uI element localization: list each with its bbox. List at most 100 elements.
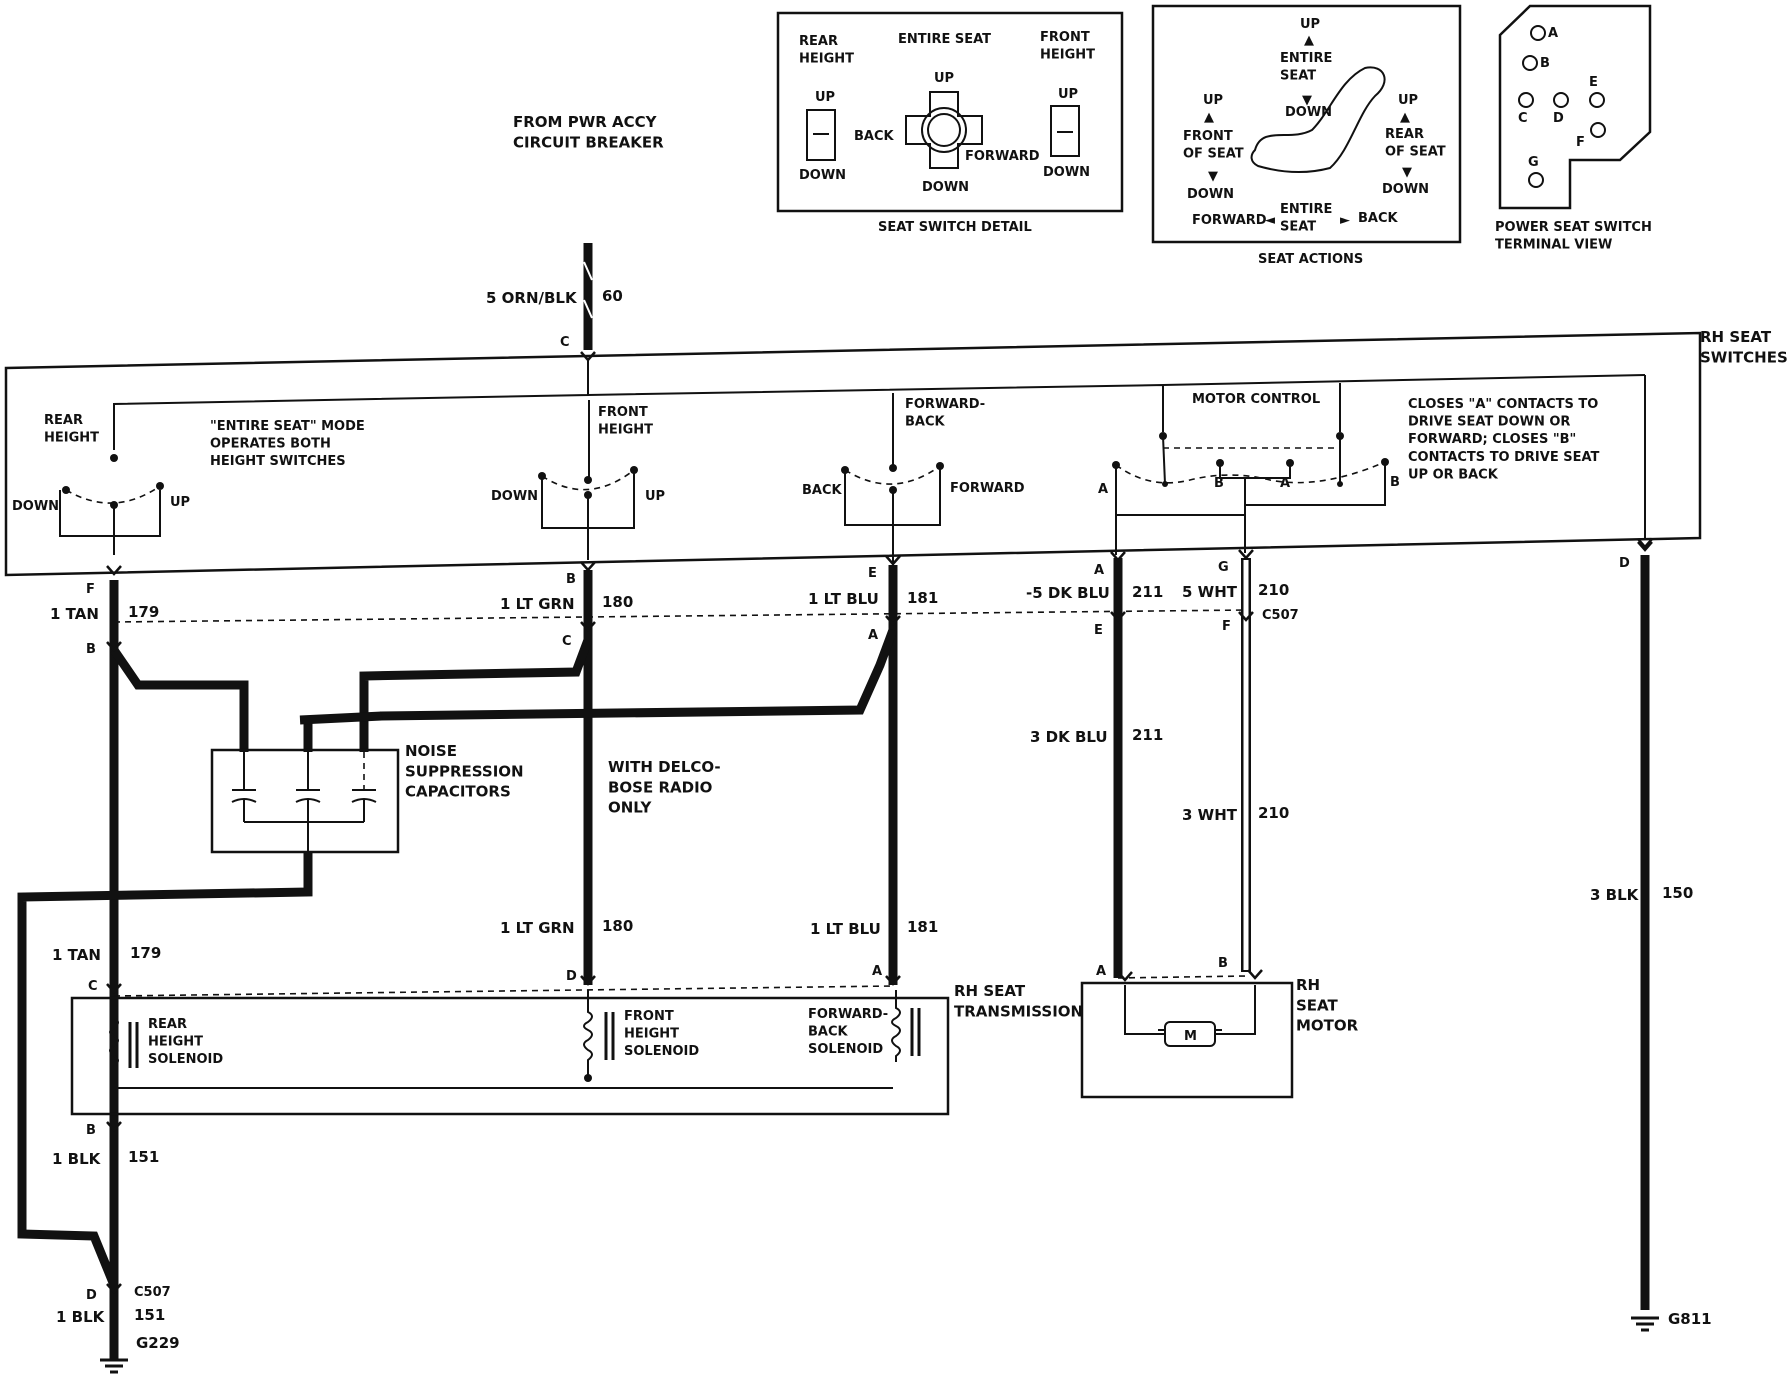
wire-blk-150: D 3 BLK 150 (1590, 555, 1693, 1310)
wire-dkblu-211: A -5 DK BLU 211 E 3 DK BLU 211 (1026, 558, 1163, 978)
connector-arrow-mark (106, 1121, 122, 1132)
connector-arrow-mark (1110, 611, 1126, 622)
sw-contact-b2: B (1390, 475, 1400, 490)
terminal-hole-c (1518, 92, 1534, 108)
sa-front-up: UP (1203, 93, 1223, 108)
connector-arrow-mark (885, 555, 901, 566)
sw-rear-up: UP (170, 495, 190, 510)
lower-dkblu-label: 3 DK BLU (1030, 728, 1108, 746)
ground-g811-label: G811 (1668, 1310, 1712, 1328)
sw-rear-down: DOWN (12, 499, 59, 514)
ssd-back: BACK (854, 129, 895, 144)
seat-actions-box (1151, 4, 1462, 244)
ground-conn-label: C507 (134, 1285, 171, 1300)
connector-arrow-mark (1238, 549, 1254, 560)
motor-symbol-icon: M (1158, 1021, 1222, 1047)
lower-tan-label: 1 TAN (52, 946, 101, 964)
ssd-front-up: UP (1058, 87, 1078, 102)
source-circuit: 60 (602, 287, 623, 305)
wire-blu-circuit: 181 (907, 589, 938, 607)
sa-back: BACK (1358, 211, 1399, 226)
ground-conn-term: D (86, 1288, 97, 1303)
terminal-label-a: A (1548, 26, 1558, 41)
source-wire-label: 5 ORN/BLK (486, 289, 578, 307)
trans-term-a: A (872, 964, 882, 979)
wire-wht-upper-terminal: G (1218, 560, 1229, 575)
forward-back-solenoid-icon (891, 990, 921, 1062)
sw-motor-control: MOTOR CONTROL (1192, 392, 1320, 407)
wire-wht-210: G 5 WHT 210 F 3 WHT 210 (1182, 558, 1289, 972)
connector-arrow-mark (1247, 969, 1263, 980)
lower-blu-label: 1 LT BLU (810, 920, 881, 938)
wire-blk150-label: 3 BLK (1590, 886, 1640, 904)
seat-switch-detail-box (776, 11, 1124, 213)
ssd-forward: FORWARD (965, 149, 1040, 164)
svg-text:▲: ▲ (1304, 33, 1314, 48)
lower-wht-circuit: 210 (1258, 804, 1289, 822)
wire-tan-label: 1 TAN (50, 605, 99, 623)
wire-blk-151: 1 BLK 151 D C507 1 BLK 151 (52, 1118, 171, 1360)
wire-blu-181: E 1 LT BLU 181 A 1 LT BLU 181 (808, 565, 938, 985)
ssd-rear-up: UP (815, 90, 835, 105)
wire-grn-label: 1 LT GRN (500, 595, 575, 613)
wire-dkblu-label: -5 DK BLU (1026, 584, 1110, 602)
front-height-switch: DOWN UP (491, 466, 665, 560)
wire-blu-lower-terminal: A (868, 628, 878, 643)
transmission-box (70, 996, 950, 1116)
terminal-hole-f (1590, 122, 1606, 138)
sw-contact-a2: A (1280, 476, 1290, 491)
terminal-view-outline (1498, 4, 1652, 210)
connector-arrow-mark (1238, 611, 1254, 622)
wire-blk150-circuit: 150 (1662, 884, 1693, 902)
wire-tan-179: F 1 TAN 179 B 1 TAN 179 (50, 580, 161, 1130)
svg-text:▲: ▲ (1400, 110, 1410, 125)
trans-term-d: D (566, 969, 577, 984)
sa-forward: FORWARD (1192, 213, 1267, 228)
svg-text:▲: ▲ (1204, 110, 1214, 125)
wire-grn-upper-terminal: B (566, 572, 576, 587)
wire-grn-lower-terminal: C (562, 634, 572, 649)
connector-arrow-mark (580, 351, 596, 362)
connector-arrow-mark (106, 565, 122, 576)
seat-silhouette-icon (1250, 66, 1386, 173)
sw-front-down: DOWN (491, 489, 538, 504)
trans-term-b: B (86, 1123, 96, 1138)
lower-wht-label: 3 WHT (1182, 806, 1238, 824)
lower-grn-circuit: 180 (602, 917, 633, 935)
sa-rear-up: UP (1398, 93, 1418, 108)
terminal-label-b: B (1540, 56, 1550, 71)
sa-entire-up: UP (1300, 17, 1320, 32)
motor-box (1080, 981, 1294, 1099)
sa-front-down: DOWN (1187, 187, 1234, 202)
terminal-label-c: C (1518, 111, 1528, 126)
motor-symbol: M (1184, 1029, 1197, 1044)
trans-term-c: C (88, 979, 98, 994)
lower-blk-upper-label: 1 BLK (52, 1150, 102, 1168)
capacitor-box (210, 748, 400, 854)
terminal-hole-b (1522, 55, 1538, 71)
sw-forward-back: FORWARD-BACK (905, 397, 985, 430)
wire-grn-circuit: 180 (602, 593, 633, 611)
wire-wht-circuit: 210 (1258, 581, 1289, 599)
c507-label: C507 (1262, 608, 1299, 623)
terminal-label-f: F (1576, 135, 1585, 150)
